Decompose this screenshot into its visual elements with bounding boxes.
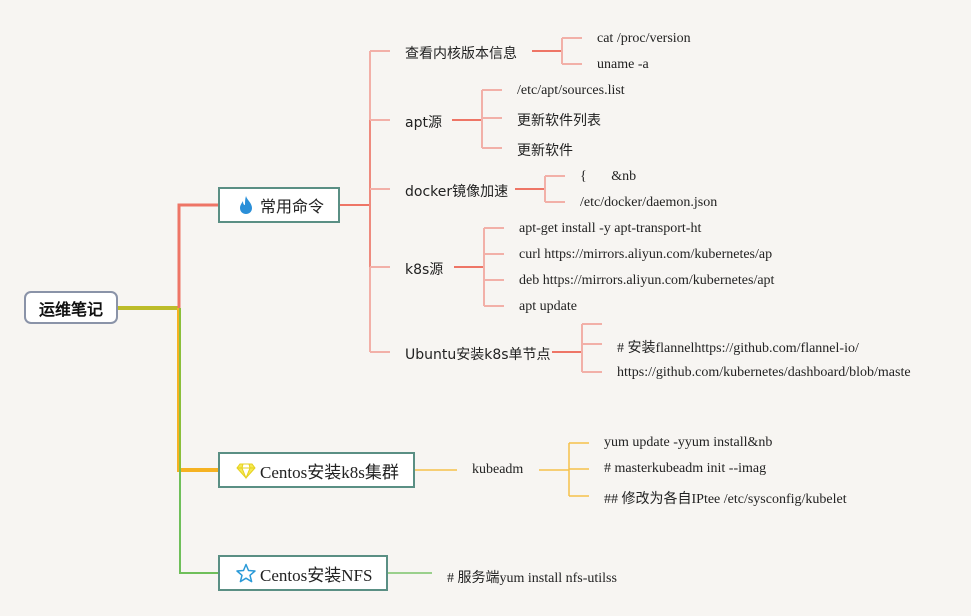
sub-label: apt源 xyxy=(405,115,442,131)
leaf-node[interactable]: /etc/docker/daemon.json xyxy=(580,195,718,210)
leaf-node[interactable]: { &nb xyxy=(580,169,637,184)
branch-label: Centos安装k8s集群 xyxy=(260,462,399,482)
leaf-node[interactable]: 更新软件列表 xyxy=(517,113,601,129)
sub-node[interactable]: k8s源 xyxy=(405,259,443,279)
sub-label: 查看内核版本信息 xyxy=(405,46,517,62)
leaf-node[interactable]: curl https://mirrors.aliyun.com/kubernet… xyxy=(519,247,773,262)
sub-node[interactable]: apt源 xyxy=(405,112,442,132)
sub-label: kubeadm xyxy=(472,462,524,477)
sub-node[interactable]: # 服务端yum install nfs-utilss xyxy=(447,567,617,587)
leaf-node[interactable]: ## 修改为各自IPtee /etc/sysconfig/kubelet xyxy=(604,492,847,507)
sub-label: # 服务端yum install nfs-utilss xyxy=(447,571,617,586)
leaf-node[interactable]: # 安装flannelhttps://github.com/flannel-io… xyxy=(617,341,859,356)
branch-label: Centos安装NFS xyxy=(260,565,373,585)
branch-node-common-commands[interactable]: 常用命令 xyxy=(218,187,341,223)
sub-label: Ubuntu安装k8s单节点 xyxy=(405,347,551,363)
leaf-node[interactable]: apt update xyxy=(519,299,577,314)
leaf-node[interactable]: deb https://mirrors.aliyun.com/kubernete… xyxy=(519,273,775,288)
branch-connector-1 xyxy=(177,203,219,308)
sub-node[interactable]: 查看内核版本信息 xyxy=(405,43,517,63)
root-label: 运维笔记 xyxy=(38,299,103,319)
sub-node[interactable]: Ubuntu安装k8s单节点 xyxy=(405,344,551,364)
leaf-node[interactable]: cat /proc/version xyxy=(597,31,691,46)
root-node[interactable]: 运维笔记 xyxy=(24,291,118,324)
sub-label: k8s源 xyxy=(405,262,444,278)
branch-connector-3 xyxy=(179,308,219,574)
branch-node-centos-nfs[interactable]: Centos安装NFS xyxy=(218,555,389,591)
sub-node[interactable]: kubeadm xyxy=(472,462,523,478)
leaf-node[interactable]: /etc/apt/sources.list xyxy=(517,83,625,98)
sub-label: docker镜像加速 xyxy=(405,184,509,200)
leaf-node[interactable]: https://github.com/kubernetes/dashboard/… xyxy=(617,365,911,380)
fire-icon xyxy=(236,195,256,215)
leaf-node[interactable]: 更新软件 xyxy=(517,143,573,159)
branch-label: 常用命令 xyxy=(260,197,325,216)
leaf-node[interactable]: uname -a xyxy=(597,57,649,72)
leaf-node[interactable]: yum update -yyum install&nb xyxy=(604,435,773,450)
branch-node-centos-k8s[interactable]: Centos安装k8s集群 xyxy=(218,452,415,488)
leaf-node[interactable]: # masterkubeadm init --imag xyxy=(604,461,767,476)
diamond-icon xyxy=(236,460,256,480)
star-icon xyxy=(236,563,256,583)
sub-node[interactable]: docker镜像加速 xyxy=(405,181,508,201)
leaf-node[interactable]: apt-get install -y apt-transport-ht xyxy=(519,221,702,236)
branch-connector-2 xyxy=(177,308,219,472)
